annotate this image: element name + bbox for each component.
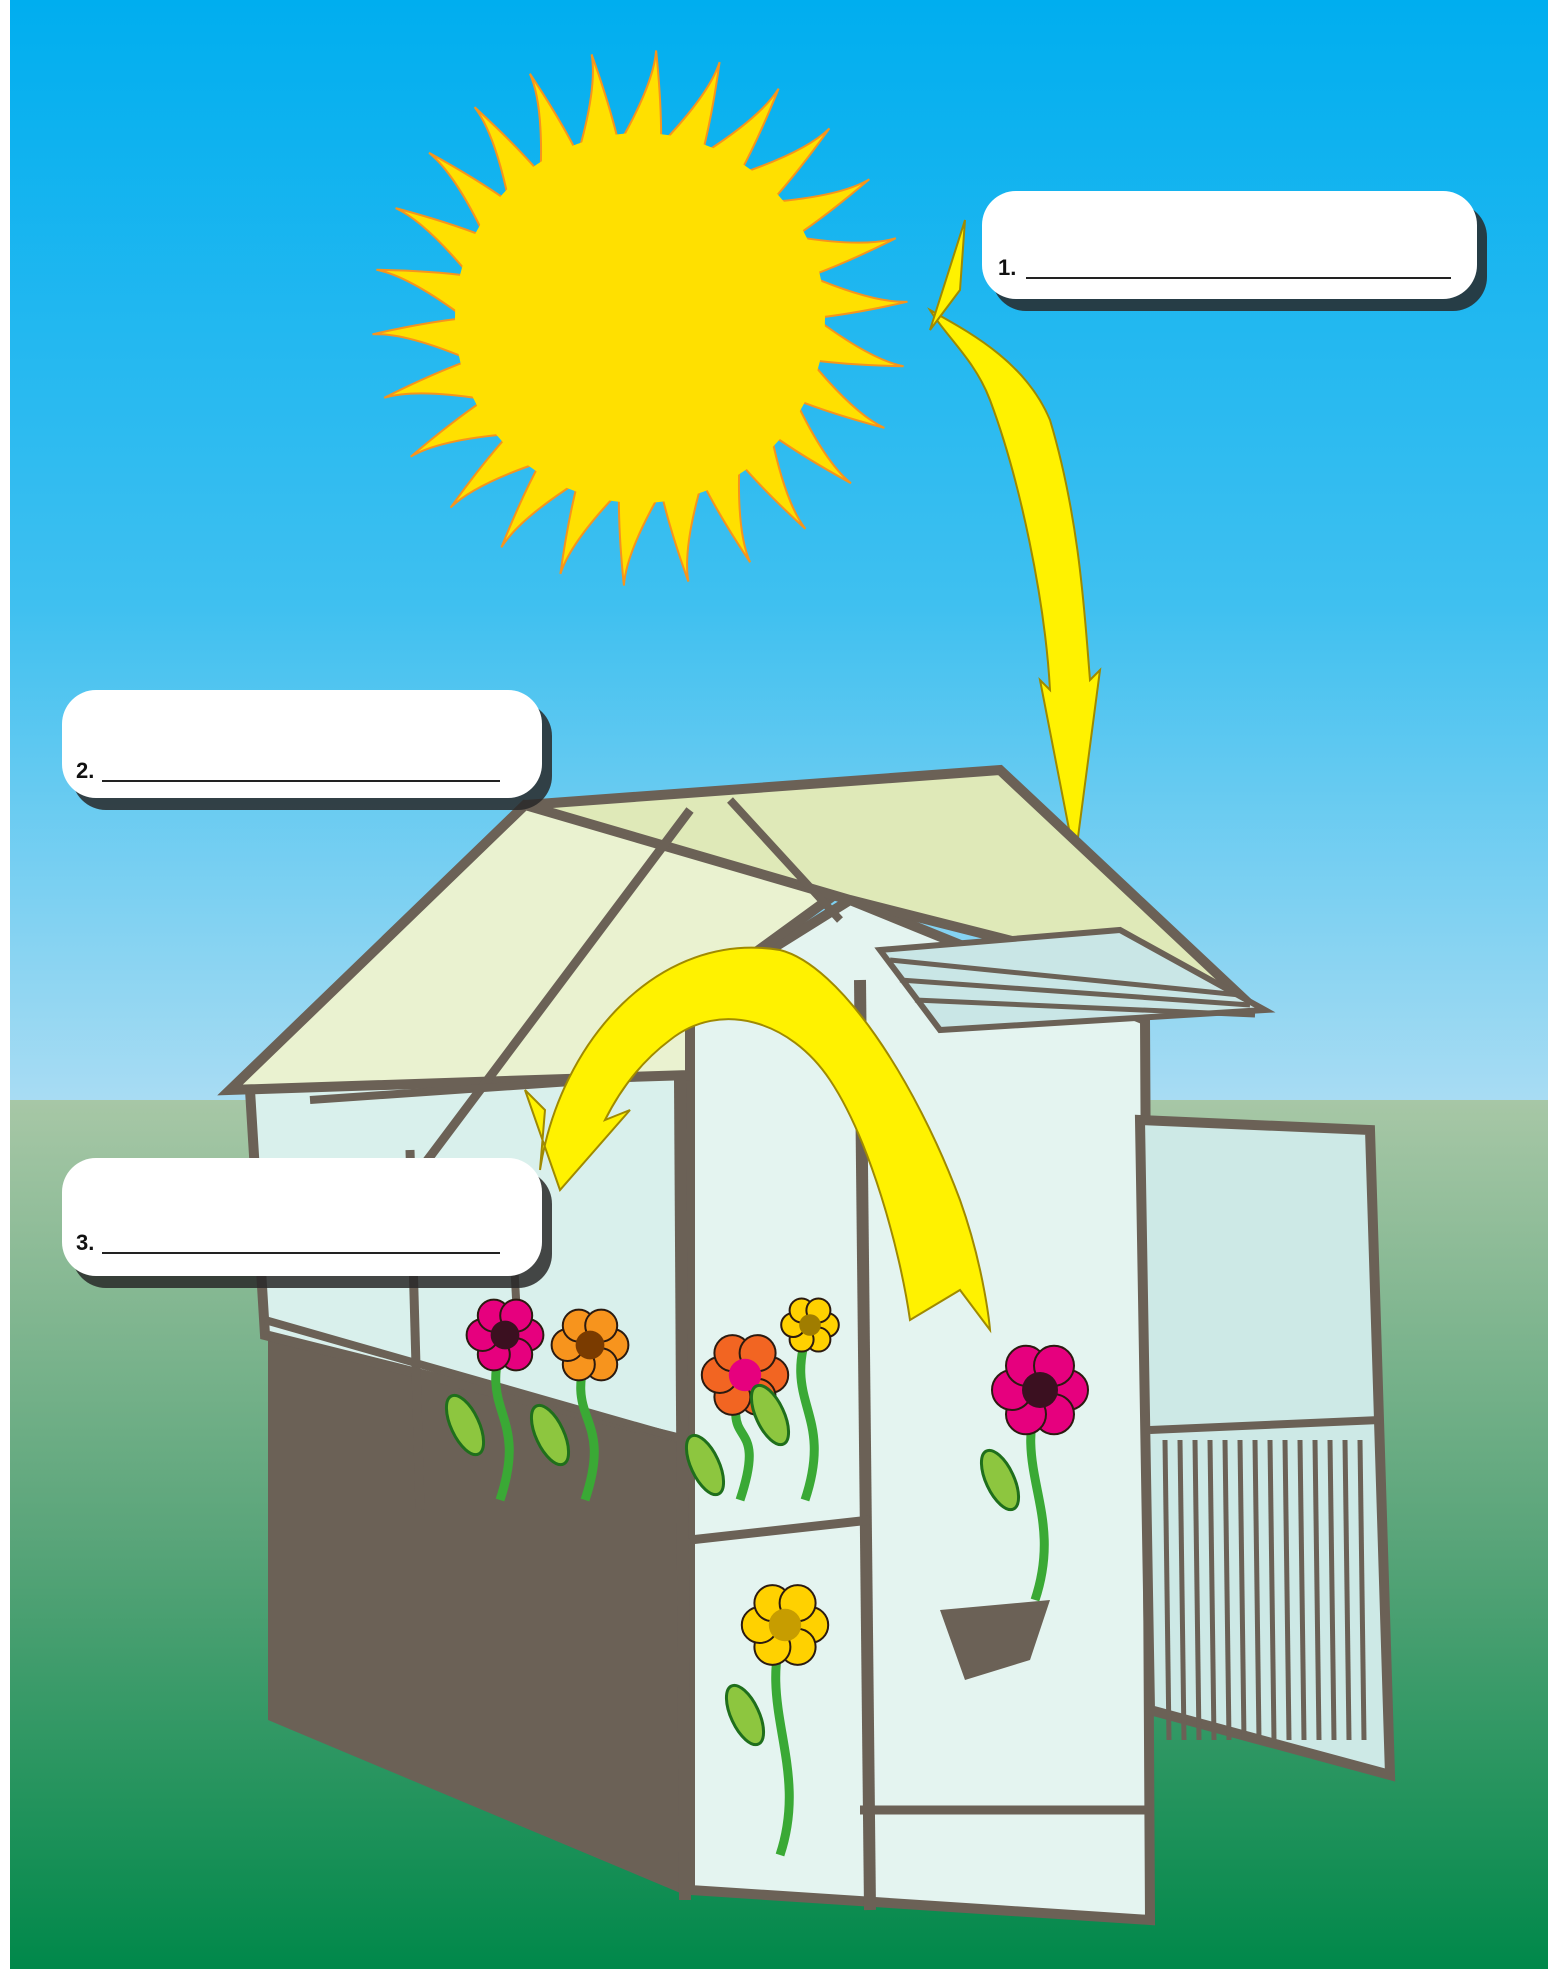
flower-center	[799, 1314, 821, 1336]
door-rail	[1267, 1439, 1277, 1741]
door-rail	[1342, 1439, 1352, 1741]
flower-center	[1022, 1372, 1058, 1408]
flower-leaf	[444, 1393, 486, 1457]
answer-line-1	[1026, 277, 1451, 279]
flower-leaf	[724, 1683, 766, 1747]
answer-line-3	[102, 1252, 500, 1254]
door-rail	[1222, 1439, 1232, 1741]
flower-leaf	[684, 1433, 726, 1497]
door-rail	[1297, 1439, 1307, 1741]
flower-center	[728, 1358, 762, 1392]
sun-disc	[455, 133, 825, 503]
flower-center	[768, 1608, 802, 1642]
flower-center	[575, 1330, 605, 1360]
door-rail	[1207, 1439, 1217, 1741]
door-rail	[1357, 1439, 1367, 1741]
door-rail	[1327, 1439, 1337, 1741]
flower-leaf	[529, 1403, 571, 1467]
flower-leaf	[749, 1383, 791, 1447]
sun-icon	[372, 50, 908, 586]
answer-number-2: 2.	[76, 758, 95, 783]
door-rail	[1177, 1439, 1187, 1741]
answer-box-1[interactable]: 1.	[982, 191, 1477, 299]
flower-center	[490, 1320, 520, 1350]
flower-icon	[444, 1297, 1089, 1857]
answer-box-2[interactable]: 2.	[62, 690, 542, 798]
door-rail	[1192, 1439, 1202, 1741]
answer-number-1: 1.	[998, 255, 1017, 280]
door-rail	[1237, 1439, 1247, 1741]
answer-number-3: 3.	[76, 1230, 95, 1255]
door-rail	[1282, 1439, 1292, 1741]
incoming-arrow-icon	[927, 307, 1102, 861]
answer-line-2	[102, 780, 500, 782]
flower-leaf	[979, 1448, 1021, 1512]
answer-box-3[interactable]: 3.	[62, 1158, 542, 1276]
door-rail	[1252, 1439, 1262, 1741]
reflected-arrow-icon	[524, 946, 992, 1334]
incoming-arrow-tail	[929, 219, 966, 331]
door-rail	[1312, 1439, 1322, 1741]
door-rail	[1162, 1439, 1172, 1741]
